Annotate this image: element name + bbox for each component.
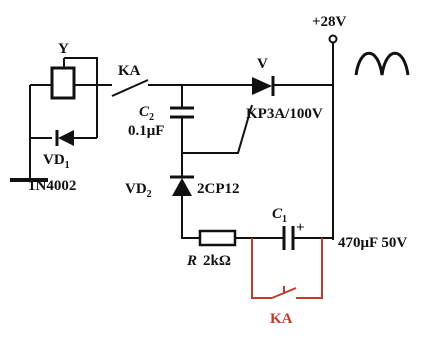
rectified-waveform-icon [354, 52, 410, 76]
c1-value-label: 470μF 50V [338, 235, 407, 251]
c2-value-label: 0.1μF [128, 123, 164, 139]
relay-coil-label: Y [58, 41, 69, 57]
diode-vd2 [170, 175, 194, 196]
relay-coil-body [50, 66, 76, 100]
vd2-label: VD2 [125, 181, 152, 200]
vd2-bottom-wire [181, 196, 200, 239]
coil-top-wire [64, 57, 98, 85]
lower-ka-right-wire [296, 238, 323, 299]
thyristor-v [252, 76, 275, 96]
lower-ka-left-wire [251, 238, 272, 299]
vd1-label: VD1 [43, 152, 70, 171]
relay-coil-y [30, 58, 97, 100]
resistor-r [198, 229, 237, 247]
gate-wire [182, 104, 253, 154]
relay-contact-label: KA [118, 63, 141, 79]
diode-vd1 [30, 130, 97, 146]
thyristor-triangle [252, 77, 272, 95]
supply-label: +28V [312, 14, 347, 30]
ka-switch-blade [111, 79, 149, 97]
vd1-triangle [58, 130, 74, 146]
thyristor-model-label: KP3A/100V [246, 106, 323, 122]
c1-label: C1 [272, 206, 287, 225]
supply-terminal [328, 34, 338, 44]
c2-label: C2 [139, 104, 154, 123]
c1-polarity-label: + [296, 220, 305, 236]
vd2-triangle [172, 178, 192, 196]
thyristor-label: V [257, 56, 268, 72]
vd2-model-label: 2CP12 [197, 181, 240, 197]
relay-contact-lower-label: KA [270, 311, 293, 327]
